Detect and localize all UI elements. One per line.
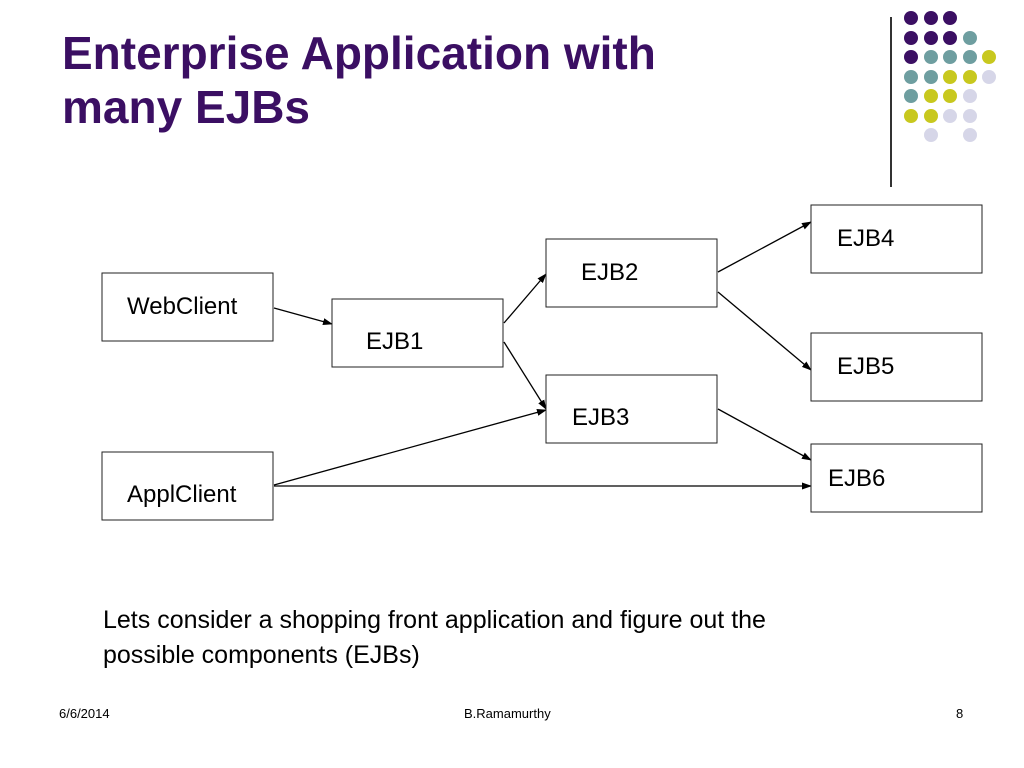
decorative-dot — [962, 50, 977, 64]
decorative-dot — [962, 30, 977, 45]
arrow-webclient-to-ejb1 — [273, 307, 333, 325]
decorative-dot — [943, 108, 957, 123]
decorative-dot — [962, 89, 977, 103]
node-ejb3: EJB3 — [545, 374, 718, 444]
slide-title-line-2: many EJBs — [62, 81, 311, 133]
node-webclient: WebClient — [101, 272, 274, 342]
node-ejb2: EJB2 — [545, 238, 718, 308]
slide-title-line-1: Enterprise Application with — [62, 27, 656, 79]
decorative-dot — [962, 108, 977, 123]
decorative-dot — [943, 69, 957, 84]
decorative-dot — [923, 108, 938, 123]
decorative-dot — [904, 50, 918, 64]
arrow-applclient-to-ejb3 — [273, 409, 547, 486]
node-box-ejb5 — [810, 332, 983, 402]
decorative-dot — [923, 11, 938, 25]
decorative-dot — [904, 11, 918, 25]
decorative-dot — [923, 128, 938, 142]
node-ejb5: EJB5 — [810, 332, 983, 402]
node-box-ejb3 — [545, 374, 718, 444]
node-label-ejb5: EJB5 — [837, 353, 894, 380]
title-divider — [890, 17, 892, 187]
node-label-ejb4: EJB4 — [837, 225, 894, 252]
decorative-dot — [943, 11, 957, 25]
decorative-dot — [904, 108, 918, 123]
footer-date: 6/6/2014 — [59, 706, 110, 721]
decorative-dot — [904, 30, 918, 45]
node-label-applclient: ApplClient — [127, 481, 237, 508]
decorative-dot — [904, 69, 918, 84]
node-applclient: ApplClient — [101, 451, 274, 521]
node-box-ejb1 — [331, 298, 504, 368]
node-label-ejb6: EJB6 — [828, 465, 885, 492]
node-box-ejb2 — [545, 238, 718, 308]
decorative-dot — [923, 69, 938, 84]
node-label-ejb3: EJB3 — [572, 404, 629, 431]
caption-line-2: possible components (EJBs) — [103, 641, 420, 669]
decorative-dot — [923, 30, 938, 45]
decorative-dot — [943, 50, 957, 64]
caption-line-1: Lets consider a shopping front applicati… — [103, 606, 766, 634]
decorative-dot — [982, 50, 996, 64]
arrow-ejb2-to-ejb5 — [717, 291, 812, 371]
arrow-ejb3-to-ejb6 — [717, 408, 812, 461]
decorative-dot — [904, 89, 918, 103]
node-box-ejb4 — [810, 204, 983, 274]
node-label-ejb2: EJB2 — [581, 259, 638, 286]
footer-author: B.Ramamurthy — [464, 706, 551, 721]
node-ejb1: EJB1 — [331, 298, 504, 368]
decorative-dot — [962, 128, 977, 142]
node-ejb4: EJB4 — [810, 204, 983, 274]
decorative-dot — [923, 89, 938, 103]
arrow-ejb1-to-ejb3 — [503, 341, 547, 410]
decorative-dot — [923, 50, 938, 64]
node-ejb6: EJB6 — [810, 443, 983, 513]
arrow-ejb2-to-ejb4 — [717, 221, 812, 273]
node-box-webclient — [101, 272, 274, 342]
decorative-dot — [962, 69, 977, 84]
slide-title: Enterprise Application with many EJBs — [62, 26, 852, 134]
decorative-dot — [982, 69, 996, 84]
node-label-ejb1: EJB1 — [366, 328, 423, 355]
arrow-ejb1-to-ejb2 — [503, 273, 547, 324]
decorative-dot — [943, 30, 957, 45]
slide-caption: Lets consider a shopping front applicati… — [103, 603, 903, 673]
node-box-applclient — [101, 451, 274, 521]
node-label-webclient: WebClient — [127, 293, 238, 320]
footer-page-number: 8 — [956, 706, 964, 721]
decorative-dot — [943, 89, 957, 103]
node-box-ejb6 — [810, 443, 983, 513]
diagram-edges — [273, 221, 812, 490]
